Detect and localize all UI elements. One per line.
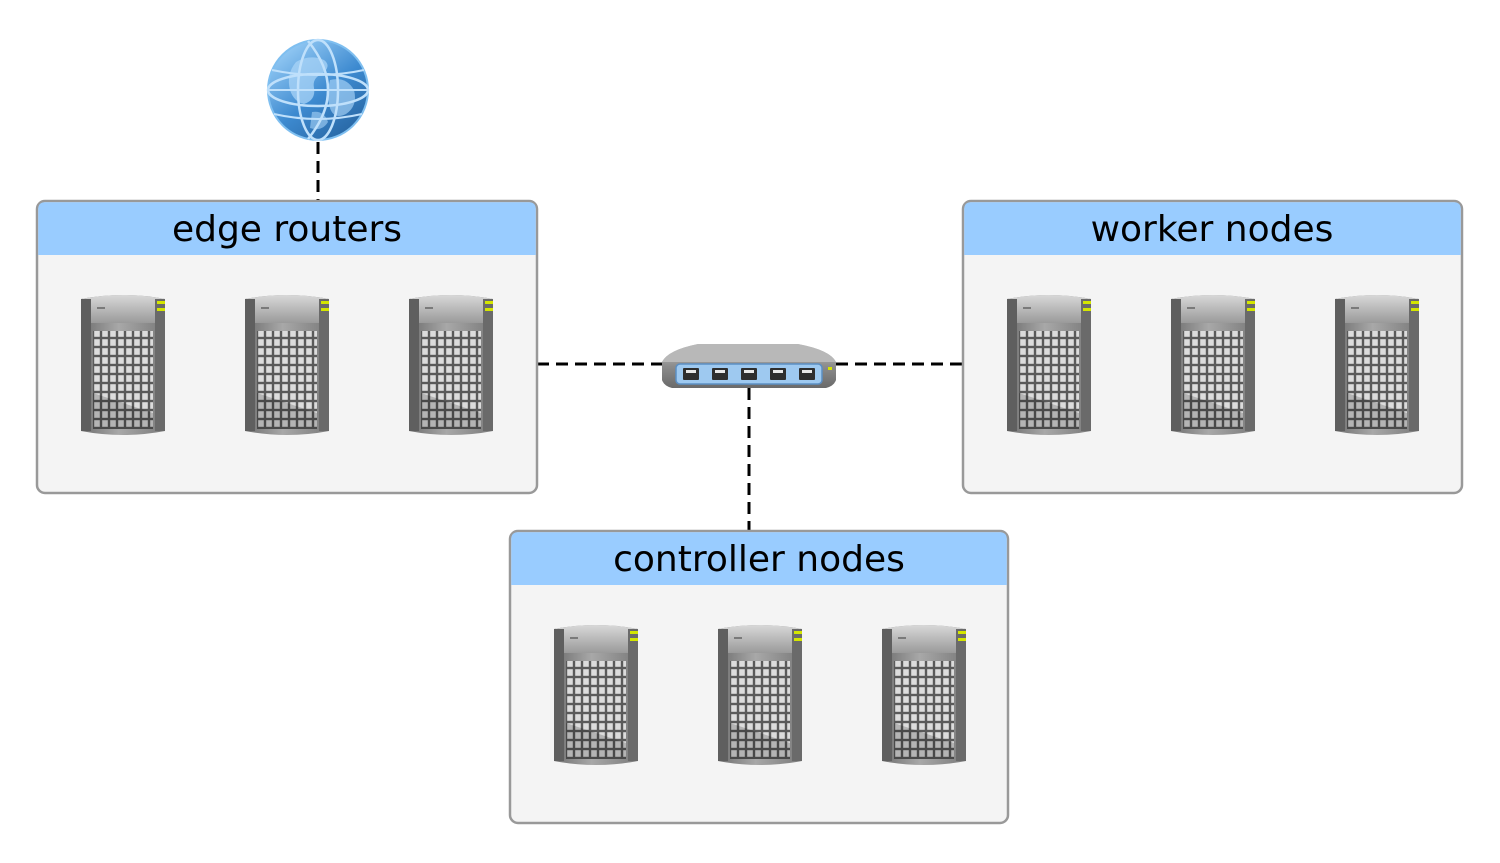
server-icon	[1335, 295, 1419, 435]
group-title: edge routers	[172, 209, 402, 250]
server-icon	[882, 625, 966, 765]
server-icon	[409, 295, 493, 435]
group-title: worker nodes	[1091, 209, 1334, 250]
server-icon	[245, 295, 329, 435]
group-edge-routers: edge routers	[35, 199, 539, 495]
group-header	[964, 202, 1461, 255]
server-icon	[554, 625, 638, 765]
group-worker-nodes: worker nodes	[961, 199, 1464, 495]
group-header	[38, 202, 536, 255]
group-header	[511, 532, 1007, 585]
connectors	[316, 142, 963, 531]
server-icon	[1171, 295, 1255, 435]
server-icon	[81, 295, 165, 435]
server-icon	[1007, 295, 1091, 435]
group-controller-nodes: controller nodes	[508, 529, 1010, 825]
server-icon	[718, 625, 802, 765]
globe-icon	[266, 38, 370, 142]
network-switch-icon	[662, 344, 836, 388]
group-title: controller nodes	[613, 539, 905, 580]
